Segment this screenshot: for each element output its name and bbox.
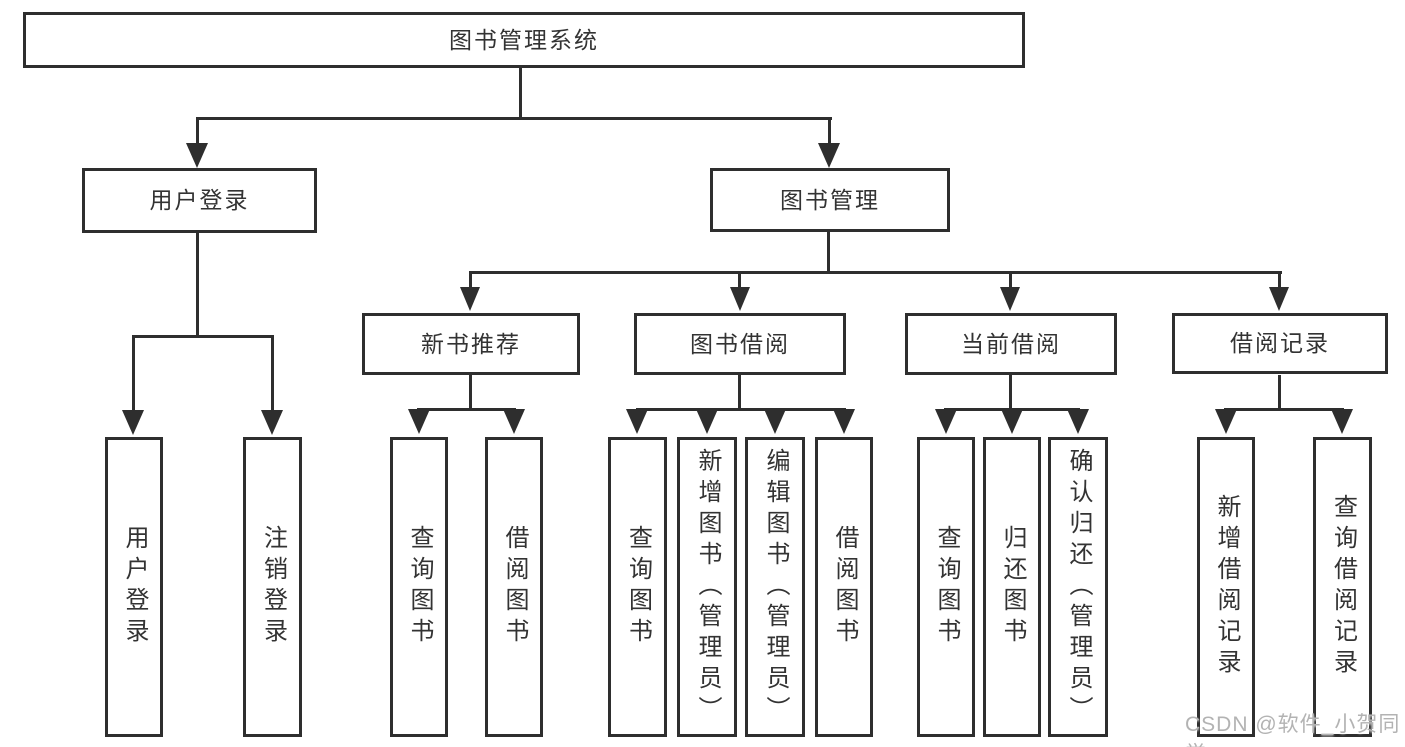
connector-line: [1224, 408, 1344, 411]
connector-line: [196, 117, 832, 120]
node-book-management: 图书管理: [710, 168, 950, 232]
arrow-down-icon: [122, 410, 144, 435]
connector-line: [196, 117, 199, 145]
connector-line: [636, 408, 846, 411]
leaf-query-borrow-record: 查询借阅记录: [1313, 437, 1372, 737]
node-borrow-records: 借阅记录: [1172, 313, 1388, 374]
arrow-down-icon: [730, 287, 750, 311]
arrow-down-icon: [1269, 287, 1289, 311]
leaf-label: 新增图书（管理员）: [694, 447, 721, 727]
leaf-label: 查询借阅记录: [1329, 494, 1357, 680]
connector-line: [828, 117, 831, 145]
leaf-label: 借阅图书: [501, 525, 528, 649]
leaf-label: 确认归还（管理员）: [1065, 447, 1092, 727]
node-label: 当前借阅: [961, 330, 1061, 357]
node-library-system: 图书管理系统: [23, 12, 1025, 68]
node-label: 图书借阅: [690, 330, 790, 357]
node-label: 用户登录: [149, 187, 250, 213]
leaf-logout: 注销登录: [243, 437, 302, 737]
leaf-return-book: 归还图书: [983, 437, 1041, 737]
connector-line: [196, 233, 199, 337]
node-label: 借阅记录: [1230, 330, 1330, 356]
arrow-down-icon: [408, 409, 430, 434]
connector-line: [738, 271, 741, 289]
connector-line: [1009, 271, 1012, 289]
leaf-query-books-recommend: 查询图书: [390, 437, 448, 737]
leaf-user-login: 用户登录: [105, 437, 163, 737]
leaf-label: 新增借阅记录: [1213, 494, 1240, 680]
connector-line: [1278, 375, 1281, 410]
connector-line: [519, 68, 522, 119]
node-label: 图书管理系统: [449, 26, 599, 53]
arrow-down-icon: [764, 409, 786, 434]
leaf-label: 查询图书: [933, 525, 960, 649]
leaf-label: 借阅图书: [831, 525, 858, 649]
arrow-down-icon: [833, 409, 855, 434]
connector-line: [1278, 271, 1281, 289]
arrow-down-icon: [1067, 409, 1089, 434]
leaf-query-books-current: 查询图书: [917, 437, 975, 737]
arrow-down-icon: [186, 143, 208, 168]
arrow-down-icon: [1331, 409, 1353, 434]
connector-line: [738, 375, 741, 410]
leaf-label: 归还图书: [999, 525, 1026, 649]
connector-line: [827, 232, 830, 274]
leaf-add-book-admin: 新增图书（管理员）: [677, 437, 737, 737]
leaf-label: 编辑图书（管理员）: [762, 447, 789, 727]
arrow-down-icon: [935, 409, 957, 434]
connector-line: [417, 408, 516, 411]
connector-line: [469, 375, 472, 410]
arrow-down-icon: [696, 409, 718, 434]
connector-line: [132, 335, 274, 338]
connector-line: [469, 271, 472, 289]
arrow-down-icon: [261, 410, 283, 435]
leaf-query-books-borrow: 查询图书: [608, 437, 667, 737]
connector-line: [132, 335, 135, 413]
watermark: CSDN @软件_小贺同学: [1185, 713, 1401, 747]
connector-line: [1009, 375, 1012, 410]
node-book-borrow: 图书借阅: [634, 313, 846, 375]
node-current-borrow: 当前借阅: [905, 313, 1117, 375]
leaf-edit-book-admin: 编辑图书（管理员）: [745, 437, 805, 737]
leaf-borrow-books-recommend: 借阅图书: [485, 437, 543, 737]
arrow-down-icon: [460, 287, 480, 311]
node-new-book-recommend: 新书推荐: [362, 313, 580, 375]
leaf-label: 查询图书: [624, 525, 652, 649]
arrow-down-icon: [626, 409, 648, 434]
leaf-label: 用户登录: [121, 525, 148, 649]
arrow-down-icon: [503, 409, 525, 434]
leaf-add-borrow-record: 新增借阅记录: [1197, 437, 1255, 737]
leaf-label: 注销登录: [259, 525, 287, 649]
connector-line: [469, 271, 1282, 274]
arrow-down-icon: [1001, 409, 1023, 434]
arrow-down-icon: [1215, 409, 1237, 434]
leaf-borrow-books: 借阅图书: [815, 437, 873, 737]
arrow-down-icon: [1000, 287, 1020, 311]
leaf-confirm-return-admin: 确认归还（管理员）: [1048, 437, 1108, 737]
node-user-login: 用户登录: [82, 168, 317, 233]
node-label: 新书推荐: [421, 330, 521, 357]
connector-line: [271, 335, 274, 413]
leaf-label: 查询图书: [406, 525, 433, 649]
arrow-down-icon: [818, 143, 840, 168]
node-label: 图书管理: [780, 186, 880, 213]
